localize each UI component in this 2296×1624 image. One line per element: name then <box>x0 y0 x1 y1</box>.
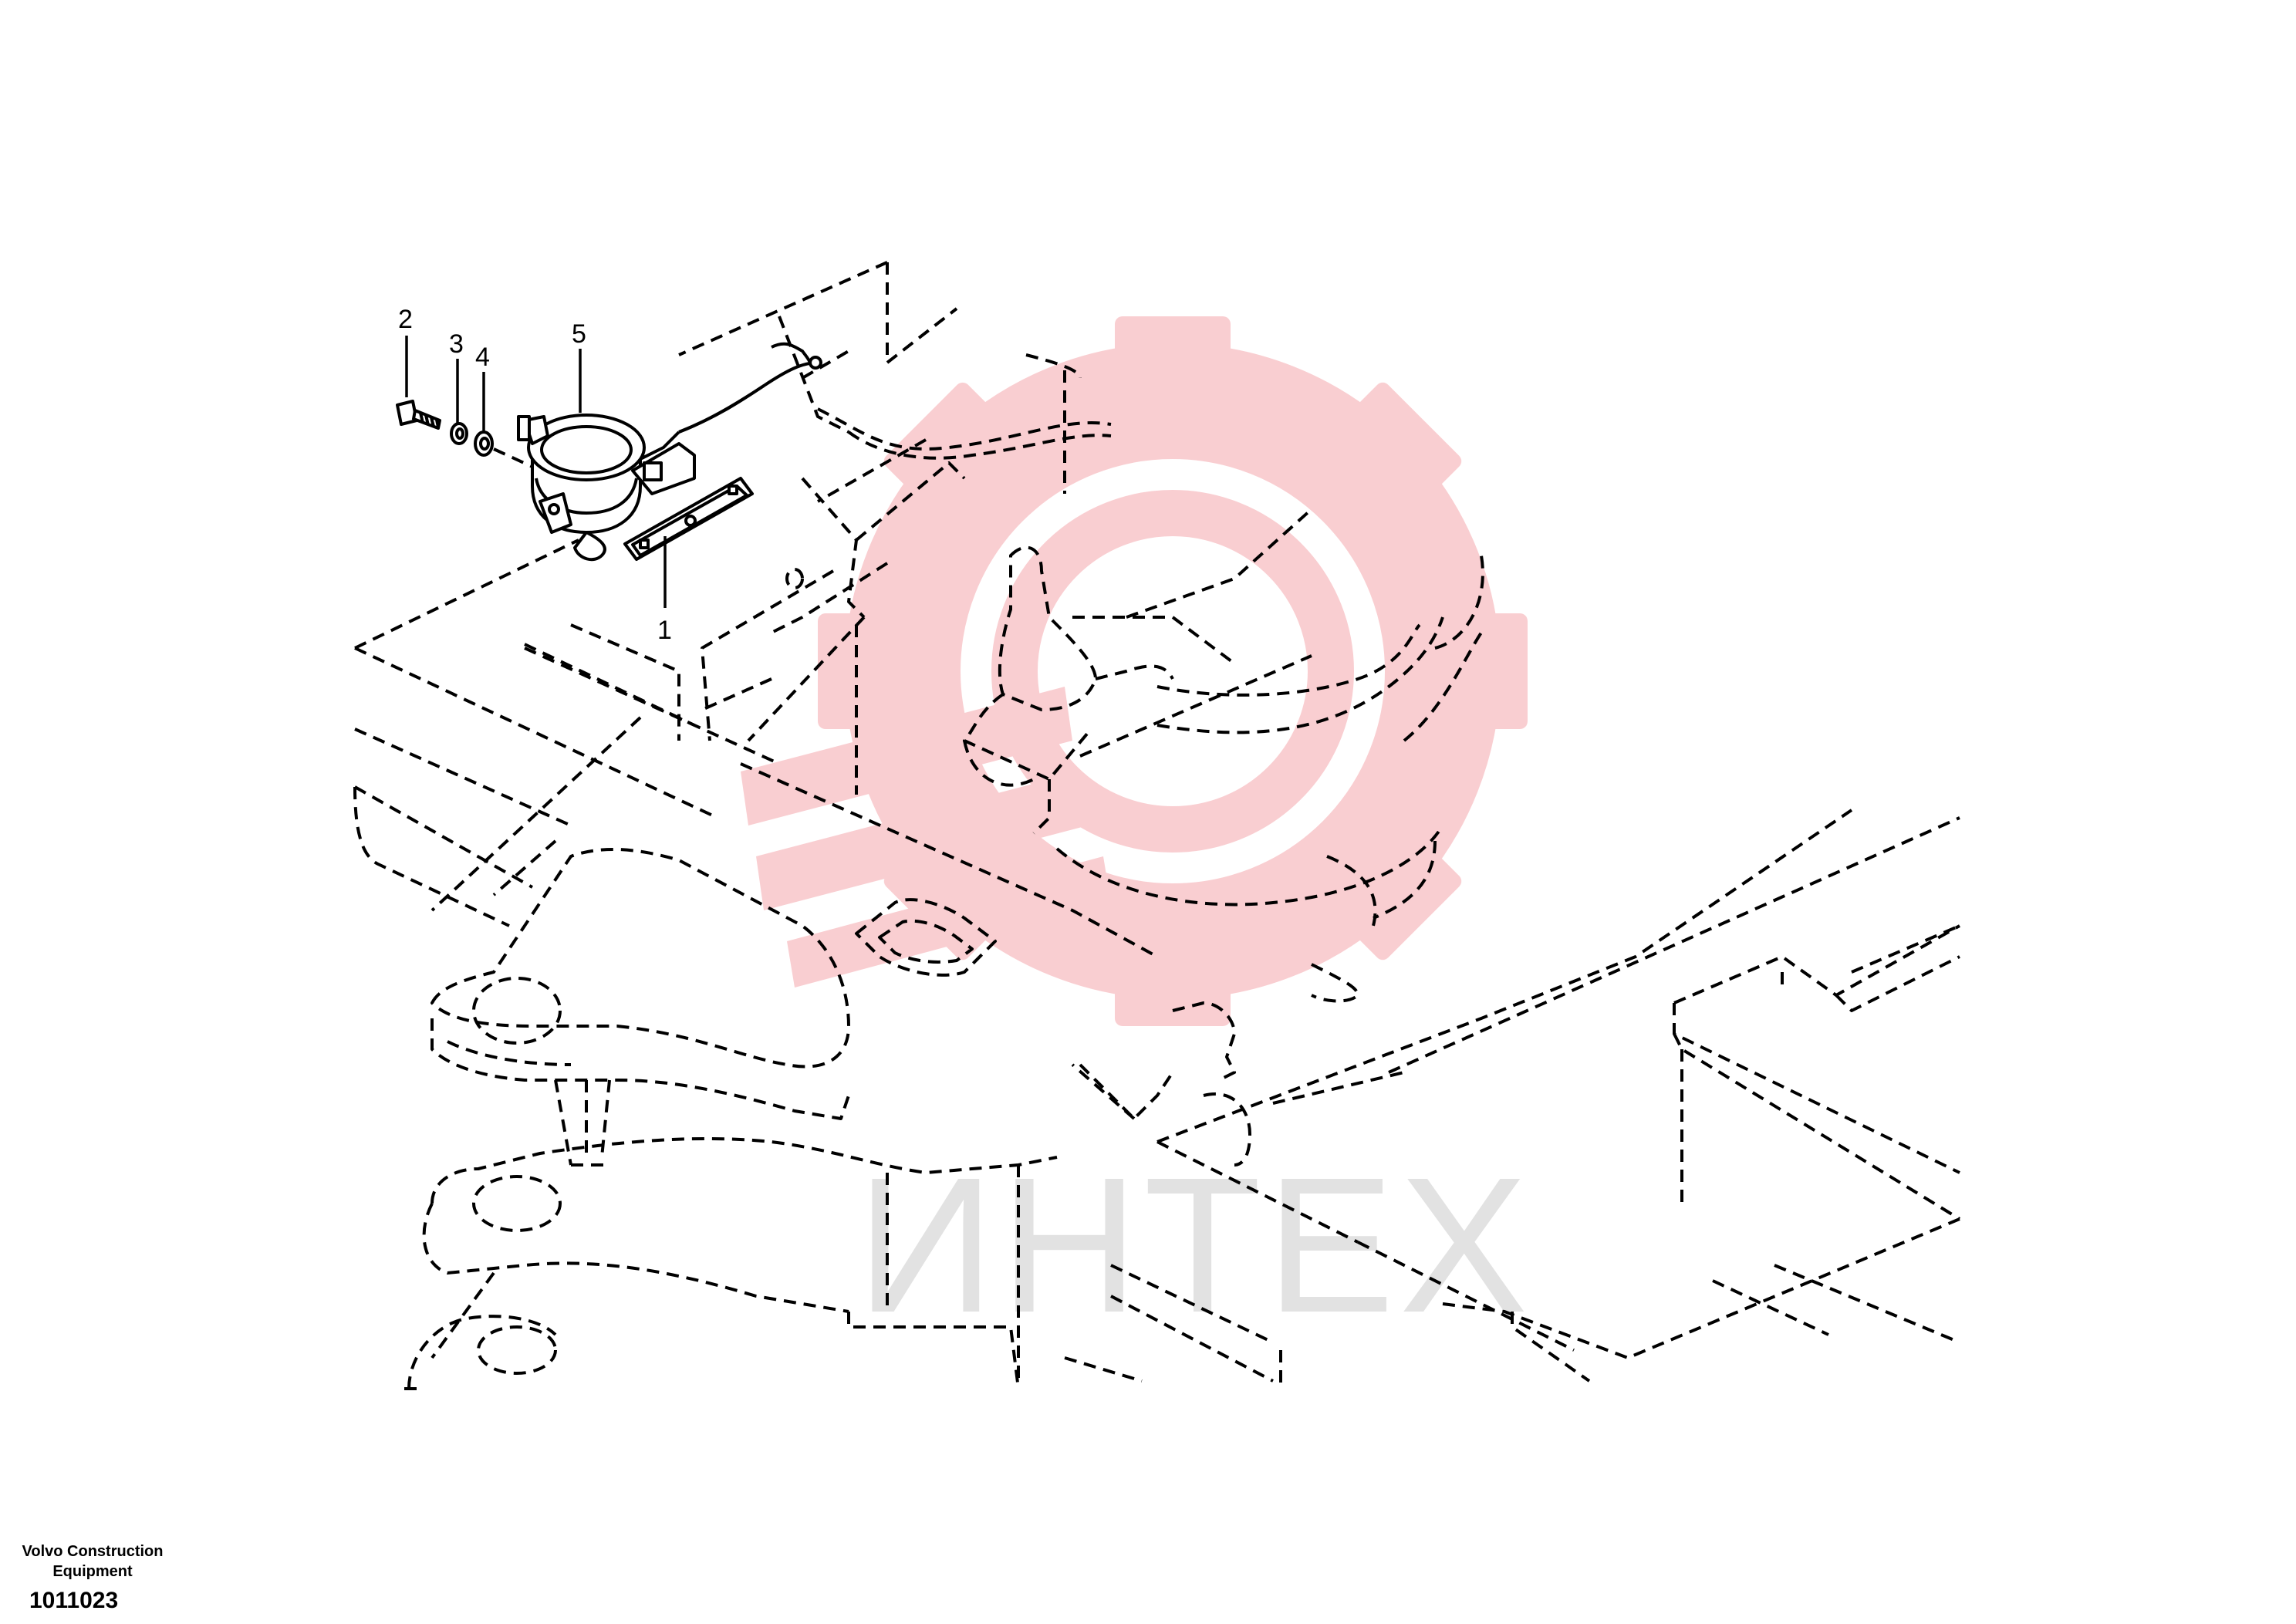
footer-company-name: Volvo Construction Equipment <box>22 1543 164 1580</box>
bracket <box>623 477 754 561</box>
callout-4: 4 <box>475 343 490 372</box>
callout-1: 1 <box>657 616 672 645</box>
gear-icon: ИНТЕХ <box>741 316 1532 1352</box>
flat-washer <box>474 430 494 457</box>
horn-assembly <box>396 342 822 562</box>
callout-2: 2 <box>398 305 413 334</box>
watermark-text: ИНТЕХ <box>856 1137 1532 1352</box>
spring-washer <box>450 422 468 445</box>
machine-outline <box>353 261 1961 1390</box>
callout-3: 3 <box>449 329 464 359</box>
horn <box>517 414 696 562</box>
callout-5: 5 <box>572 319 586 349</box>
callouts: 2 3 4 5 1 <box>398 305 672 645</box>
bolt <box>396 400 441 430</box>
footer-drawing-number: 1011023 <box>29 1588 119 1613</box>
